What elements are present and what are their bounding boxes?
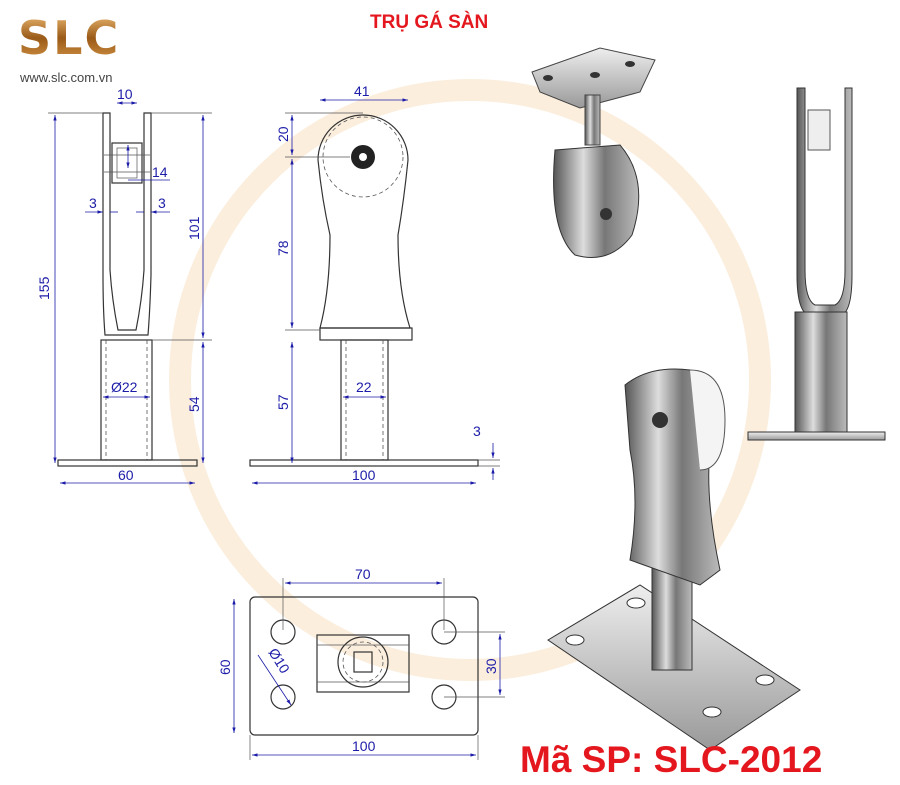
dim-plate-right: 3 <box>158 195 166 211</box>
dim-hole-spacing-x: 70 <box>355 566 371 582</box>
dim-base-length: 100 <box>352 467 376 483</box>
page-title: TRỤ GÁ SÀN <box>370 11 488 33</box>
front-view: 155 101 54 10 14 3 3 Ø22 60 <box>36 86 212 485</box>
dim-total-height: 155 <box>36 276 52 300</box>
watermark <box>169 79 771 681</box>
render-side <box>747 87 886 441</box>
side-view: 41 20 78 57 22 100 3 <box>249 83 500 485</box>
dim-hole-spacing-y: 30 <box>483 658 499 674</box>
dim-plate-left: 3 <box>89 195 97 211</box>
dim-plan-base-width: 60 <box>217 659 233 675</box>
logo: SLC www.slc.com.vn <box>18 11 120 85</box>
dim-wheel-width: 41 <box>354 83 370 99</box>
dim-hole-diameter: Ø10 <box>265 645 293 676</box>
product-code: Mã SP: SLC-2012 <box>520 739 822 780</box>
dim-body-height: 78 <box>275 240 291 256</box>
dim-base-thickness: 3 <box>473 423 481 439</box>
render-top-bracket <box>531 47 656 258</box>
dim-wheel-offset: 20 <box>275 126 291 142</box>
render-main <box>547 368 801 751</box>
dim-tube-diameter: Ø22 <box>111 379 138 395</box>
website-link[interactable]: www.slc.com.vn <box>19 70 112 85</box>
dim-plan-base-length: 100 <box>352 738 376 754</box>
dim-tube-width: 22 <box>356 379 372 395</box>
dim-upper-height: 101 <box>186 216 202 240</box>
dim-tube-height: 57 <box>275 394 291 410</box>
logo-text: SLC <box>18 11 120 65</box>
dim-tube-height: 54 <box>186 396 202 412</box>
dim-slot: 14 <box>152 164 168 180</box>
dim-top-width: 10 <box>117 86 133 102</box>
dim-base-width: 60 <box>118 467 134 483</box>
